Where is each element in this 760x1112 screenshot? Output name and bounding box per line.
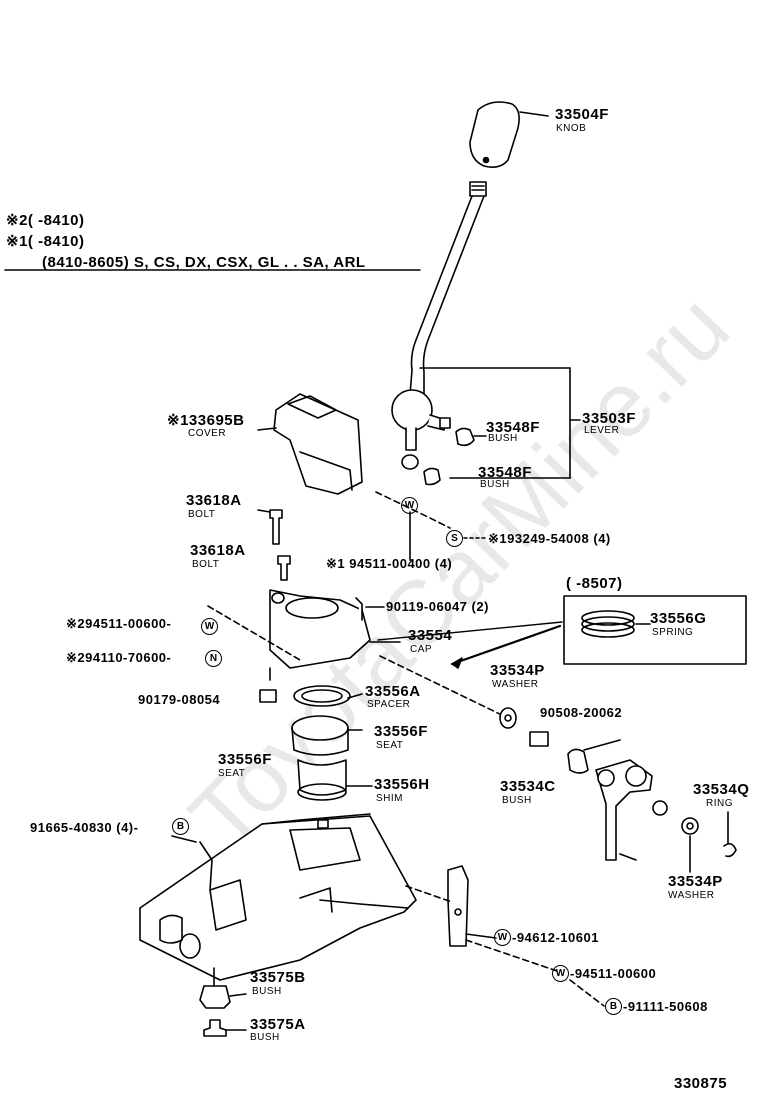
seat-a-shape bbox=[291, 715, 349, 741]
ref-946-number: -94612-10601 bbox=[512, 930, 599, 945]
washer-ref-number: ※1 94511-00400 (4) bbox=[326, 556, 453, 571]
ref-n2-number: ※294110-70600- bbox=[66, 650, 172, 665]
seat-a-label: SEAT bbox=[376, 740, 404, 751]
bush-575a-shape bbox=[203, 1019, 227, 1037]
washer-symbol-w: W bbox=[401, 497, 418, 514]
spring-part-number: 33556G bbox=[650, 610, 707, 627]
seat-b-shape bbox=[297, 759, 347, 796]
knob-shape bbox=[469, 101, 520, 168]
applicability-note: (8410-8605) S, CS, DX, CSX, GL . . SA, A… bbox=[42, 254, 366, 271]
ref-911-number: -91111-50608 bbox=[623, 999, 708, 1014]
bolt-ref-number: 91665-40830 (4)- bbox=[30, 820, 139, 835]
base-bracket-shape bbox=[139, 815, 417, 981]
bush-b-shape bbox=[423, 467, 441, 486]
lever-shaft-right bbox=[422, 195, 485, 396]
bush-575b-part-number: 33575B bbox=[250, 969, 306, 986]
bush-c-label: BUSH bbox=[502, 795, 532, 806]
screw-ref-number: 90119-06047 (2) bbox=[386, 599, 489, 614]
knob-part-number: 33504F bbox=[555, 106, 609, 123]
bolt-b-part-number: 33618A bbox=[190, 542, 246, 559]
cap-label: CAP bbox=[410, 644, 433, 655]
bolt-ref-symbol: B bbox=[172, 818, 189, 835]
spring-box-range: ( -8507) bbox=[566, 575, 623, 592]
cover-label: COVER bbox=[188, 428, 227, 439]
spacer-label: SPACER bbox=[367, 699, 411, 710]
bush-a-label: BUSH bbox=[488, 433, 518, 444]
cover-part-number: ※133695B bbox=[167, 412, 245, 429]
pin-part-number: 90508-20062 bbox=[540, 705, 623, 720]
seat-b-label: SEAT bbox=[218, 768, 246, 779]
spring-label: SPRING bbox=[652, 627, 694, 638]
ref-n2-symbol: N bbox=[205, 650, 222, 667]
washer-p2-part-number: 33534P bbox=[668, 873, 723, 890]
lever-thread bbox=[469, 181, 487, 197]
cap-part-number: 33554 bbox=[408, 627, 453, 644]
spring-ref-number: ※193249-54008 (4) bbox=[488, 531, 611, 546]
ref-945-symbol: W bbox=[552, 965, 569, 982]
washer-p-part-number: 33534P bbox=[490, 662, 545, 679]
spring-box bbox=[563, 595, 747, 665]
lever-shaft-left bbox=[409, 195, 473, 396]
bush-575b-shape bbox=[199, 985, 231, 1009]
ref-945-number: -94511-00600 bbox=[570, 966, 657, 981]
lever-ball bbox=[391, 389, 433, 431]
shim-shape bbox=[297, 783, 347, 801]
bush-575a-part-number: 33575A bbox=[250, 1016, 306, 1033]
washer-p-shape bbox=[499, 707, 517, 729]
bolt-a-label: BOLT bbox=[188, 509, 216, 520]
ref-911-symbol: B bbox=[605, 998, 622, 1015]
ref-946-symbol: W bbox=[494, 929, 511, 946]
spacer-part-number: 33556A bbox=[365, 683, 421, 700]
bolt-a-part-number: 33618A bbox=[186, 492, 242, 509]
note-2: ※2( -8410) bbox=[6, 212, 85, 229]
bolt-b-label: BOLT bbox=[192, 559, 220, 570]
ref-w2-symbol: W bbox=[201, 618, 218, 635]
ring-part-number: 33534Q bbox=[693, 781, 750, 798]
bush-a-part-number: 33548F bbox=[486, 419, 540, 436]
lever-label: LEVER bbox=[584, 425, 620, 436]
bush-b-part-number: 33548F bbox=[478, 464, 532, 481]
note-1: ※1( -8410) bbox=[6, 233, 85, 250]
cover-shape bbox=[273, 393, 363, 495]
lever-part-number: 33503F bbox=[582, 410, 636, 427]
knob-label: KNOB bbox=[556, 123, 587, 134]
bush-a-shape bbox=[455, 427, 475, 447]
ref-w2-number: ※294511-00600- bbox=[66, 616, 172, 631]
bush-575a-label: BUSH bbox=[250, 1032, 280, 1043]
bush-c-part-number: 33534C bbox=[500, 778, 556, 795]
spring-symbol-s: S bbox=[446, 530, 463, 547]
washer-p-label: WASHER bbox=[492, 679, 539, 690]
figure-number: 330875 bbox=[674, 1075, 728, 1092]
shim-label: SHIM bbox=[376, 793, 403, 804]
shim-part-number: 33556H bbox=[374, 776, 430, 793]
ring-label: RING bbox=[706, 798, 733, 809]
bush-b-label: BUSH bbox=[480, 479, 510, 490]
seat-b-part-number: 33556F bbox=[218, 751, 272, 768]
bush-575b-label: BUSH bbox=[252, 986, 282, 997]
nut-part-number: 90179-08054 bbox=[138, 692, 221, 707]
washer-p2-label: WASHER bbox=[668, 890, 715, 901]
seat-a-part-number: 33556F bbox=[374, 723, 428, 740]
